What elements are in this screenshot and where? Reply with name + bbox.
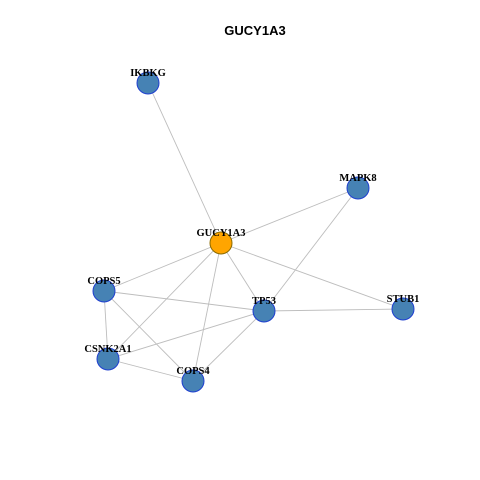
node-csnk2a1[interactable]: CSNK2A1 [84, 344, 132, 371]
node-label-tp53: TP53 [252, 296, 276, 307]
edge-gucy1a3-cops5 [103, 242, 222, 292]
node-cops5[interactable]: COPS5 [87, 276, 121, 303]
edge-gucy1a3-cops4 [192, 242, 222, 382]
edge-tp53-cops4 [192, 310, 265, 382]
node-label-stub1: STUB1 [387, 294, 420, 305]
node-label-mapk8: MAPK8 [339, 173, 376, 184]
node-gucy1a3[interactable]: GUCY1A3 [197, 228, 246, 255]
node-ikbkg[interactable]: IKBKG [130, 68, 166, 95]
edge-csnk2a1-cops4 [107, 358, 194, 382]
node-label-csnk2a1: CSNK2A1 [84, 344, 131, 355]
node-mapk8[interactable]: MAPK8 [339, 173, 377, 200]
edge-gucy1a3-ikbkg [147, 82, 222, 244]
edge-tp53-csnk2a1 [107, 310, 265, 360]
edge-gucy1a3-stub1 [220, 242, 404, 310]
node-cops4[interactable]: COPS4 [176, 366, 210, 393]
node-label-cops5: COPS5 [87, 276, 120, 287]
node-circle-ikbkg[interactable] [136, 71, 160, 95]
edge-mapk8-tp53 [263, 187, 359, 312]
edge-tp53-stub1 [263, 308, 404, 312]
edge-cops5-cops4 [103, 290, 194, 382]
node-tp53[interactable]: TP53 [252, 296, 276, 323]
node-label-ikbkg: IKBKG [130, 68, 166, 79]
node-label-gucy1a3: GUCY1A3 [197, 228, 246, 239]
diagram-title: GUCY1A3 [224, 23, 285, 38]
node-circle-mapk8[interactable] [346, 176, 370, 200]
node-circle-cops5[interactable] [92, 279, 116, 303]
node-circle-stub1[interactable] [391, 297, 415, 321]
node-circle-csnk2a1[interactable] [96, 347, 120, 371]
node-circle-cops4[interactable] [181, 369, 205, 393]
edge-gucy1a3-csnk2a1 [107, 242, 222, 360]
node-circle-gucy1a3[interactable] [209, 231, 233, 255]
edges-layer [103, 82, 404, 382]
node-circle-tp53[interactable] [252, 299, 276, 323]
edge-gucy1a3-mapk8 [220, 187, 359, 244]
node-label-cops4: COPS4 [176, 366, 210, 377]
edge-cops5-tp53 [103, 290, 265, 312]
edge-gucy1a3-tp53 [220, 242, 265, 312]
node-stub1[interactable]: STUB1 [387, 294, 420, 321]
